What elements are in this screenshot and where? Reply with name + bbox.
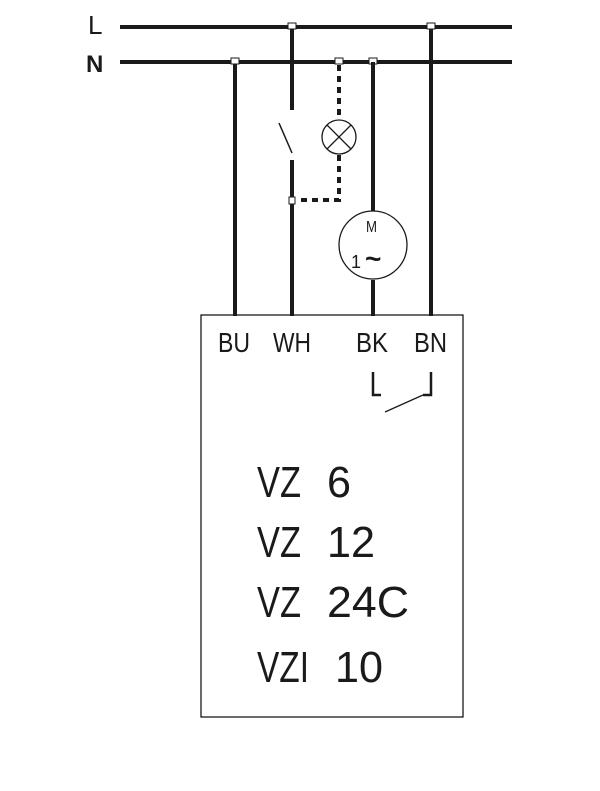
bus-label-L: L [88,10,102,40]
junction [334,57,344,65]
junction [288,196,296,205]
contact-right [423,372,433,397]
model-size: 6 [327,458,351,507]
junction [230,57,240,65]
junction [287,22,297,30]
terminal-wh: WH [273,327,311,358]
terminal-bk: BK [356,327,388,358]
terminal-bu: BU [218,327,250,358]
model-series: VZ [257,518,301,567]
motor-ac-symbol: ~ [365,243,381,274]
model-series: VZ [257,578,301,627]
lamp-icon [321,119,357,155]
contact-left [371,372,381,397]
model-series: VZ [257,458,301,507]
terminal-bn: BN [414,327,447,358]
switch-blade [278,122,293,154]
model-series: VZI [257,643,309,692]
model-size: 24C [327,578,409,627]
device-box [200,314,464,718]
motor-phase: 1 [351,252,361,272]
motor-letter: M [366,219,377,236]
model-size: 10 [335,643,383,692]
lamp-cross [326,124,352,150]
bus-label-N: N [86,51,103,78]
motor-icon [338,210,408,280]
junction [426,22,436,30]
model-size: 12 [327,518,375,567]
wire-lamp-return-dashed [296,155,341,202]
contact-blade [384,394,424,413]
